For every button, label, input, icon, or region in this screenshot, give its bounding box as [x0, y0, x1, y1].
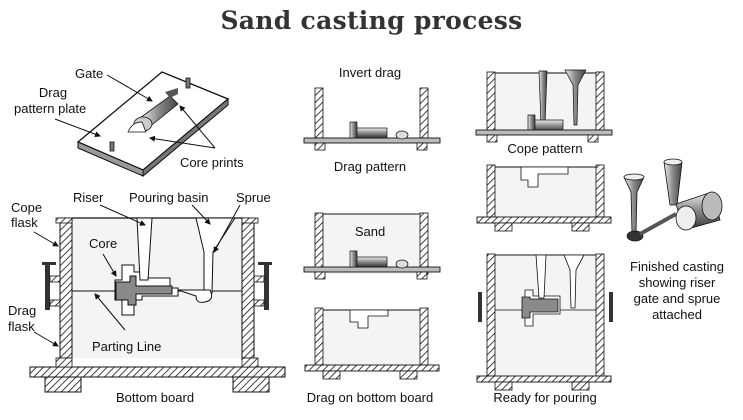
- core-print-marker: [109, 141, 115, 152]
- invert-drag-figure: [303, 87, 441, 151]
- core-print-arrow: [149, 135, 216, 149]
- label-core-prints: Core prints: [180, 155, 244, 170]
- cope-pattern-figure: [475, 69, 613, 143]
- drag-pattern-plate-figure: [54, 71, 230, 178]
- caption-finished-casting-2: showing riser: [638, 275, 716, 290]
- mold-assembly-figure: [29, 204, 286, 393]
- label-riser: Riser: [73, 190, 104, 205]
- label-pouring-basin: Pouring basin: [129, 190, 209, 205]
- caption-finished-casting-4: attached: [652, 307, 702, 322]
- label-drag-pattern: Drag pattern: [333, 159, 407, 174]
- label-sand: Sand: [354, 224, 386, 239]
- label-gate: Gate: [75, 66, 104, 81]
- drag-on-bottom-board-figure: [304, 307, 440, 380]
- core-print-marker: [185, 77, 191, 89]
- label-sprue: Sprue: [236, 190, 271, 205]
- label-drag-pattern-plate-1: Drag: [38, 85, 68, 100]
- gate-arrow: [106, 74, 153, 102]
- label-cope-pattern: Cope pattern: [507, 141, 583, 156]
- label-core: Core: [89, 236, 118, 251]
- pattern-cylinder: [127, 88, 179, 133]
- label-drag-on-bottom-board: Drag on bottom board: [306, 390, 434, 405]
- label-invert-drag: Invert drag: [338, 65, 402, 80]
- core-shape: [115, 275, 173, 306]
- label-bottom-board: Bottom board: [116, 390, 195, 405]
- label-cope-flask-2: flask: [11, 215, 38, 230]
- ready-for-pouring-figure: [476, 253, 613, 391]
- core-print-arrow: [179, 105, 216, 149]
- plate-arrow: [54, 118, 101, 138]
- cope-on-drag-figure: [476, 164, 612, 232]
- label-drag-pattern-plate-2: pattern plate: [14, 101, 87, 116]
- label-drag-flask-2: flask: [8, 319, 35, 334]
- label-drag-flask-1: Drag: [8, 303, 37, 318]
- finished-casting-figure: [623, 158, 723, 242]
- drag-with-sand-figure: [303, 212, 441, 280]
- caption-finished-casting-3: gate and sprue: [633, 291, 721, 306]
- diagram-title: Sand casting process: [220, 6, 523, 35]
- label-parting-line: Parting Line: [92, 339, 162, 354]
- caption-finished-casting-1: Finished casting: [630, 259, 724, 274]
- label-cope-flask-1: Cope: [11, 200, 43, 215]
- label-ready-for-pouring: Ready for pouring: [493, 390, 597, 405]
